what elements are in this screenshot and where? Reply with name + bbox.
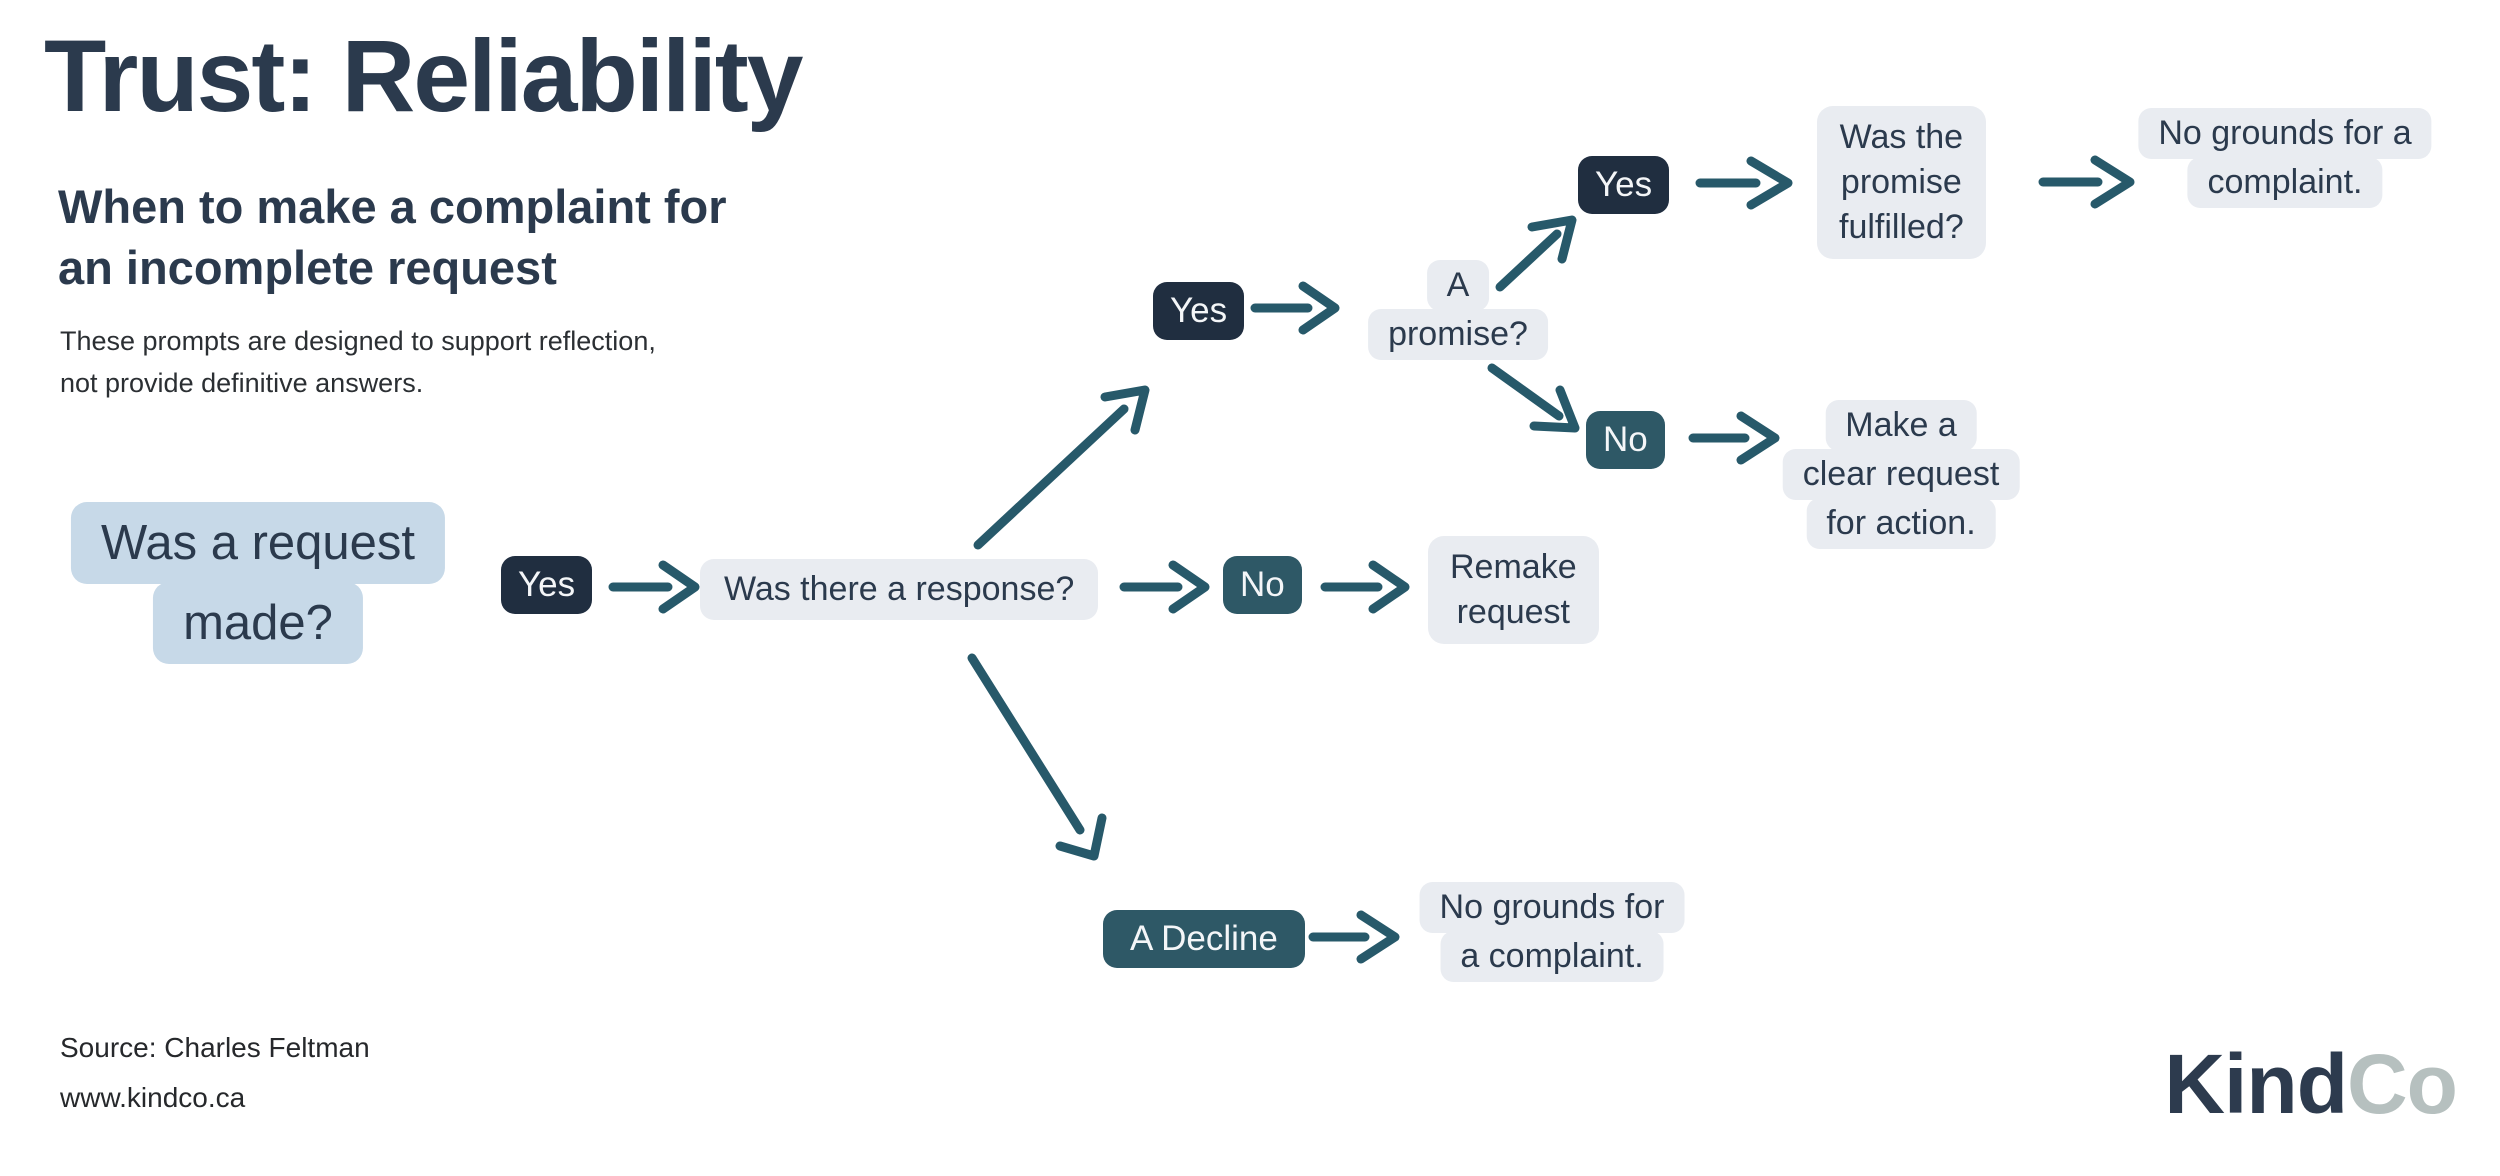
- badge-no-1: No: [1223, 556, 1302, 614]
- node-line: promise?: [1368, 309, 1548, 360]
- subtitle-line: an incomplete request: [58, 241, 557, 295]
- subtitle-line: When to make a complaint for: [58, 180, 727, 233]
- node-make-clear-request: Make a clear request for action.: [1782, 400, 2020, 549]
- source-credit: Source: Charles Feltman: [60, 1032, 370, 1063]
- node-a-promise: A promise?: [1368, 260, 1548, 360]
- node-line: A: [1426, 260, 1490, 311]
- badge-yes-3: Yes: [1578, 156, 1670, 214]
- node-line: fulfilled?: [1839, 208, 1964, 246]
- arrow-down-right-icon: [1487, 363, 1580, 433]
- arrow-right-icon: [1688, 411, 1780, 465]
- arrow-right-icon: [2038, 155, 2135, 209]
- node-line: request: [1456, 593, 1570, 631]
- node-line: Remake: [1450, 548, 1577, 586]
- node-no-grounds-top: No grounds for a complaint.: [2138, 108, 2432, 208]
- node-line: for action.: [1806, 498, 1996, 549]
- arrow-right-icon: [1119, 560, 1210, 614]
- node-line: made?: [153, 582, 363, 664]
- node-was-a-request-made: Was a request made?: [70, 502, 446, 664]
- node-remake-request: Remake request: [1428, 536, 1599, 644]
- kindco-logo: KindCo: [2164, 1036, 2458, 1133]
- logo-co: Co: [2347, 1037, 2458, 1131]
- page-title: Trust: Reliability: [44, 19, 803, 133]
- arrow-down-right-icon: [967, 653, 1107, 861]
- node-line: Was the: [1839, 118, 1964, 156]
- node-line: complaint.: [2187, 157, 2383, 208]
- node-line: a complaint.: [1440, 931, 1664, 982]
- note-line: not provide definitive answers.: [60, 368, 424, 398]
- node-line: Make a: [1825, 400, 1977, 451]
- arrow-right-icon: [1250, 281, 1340, 335]
- node-was-promise-fulfilled: Was the promise fulfilled?: [1817, 106, 1986, 259]
- arrow-right-icon: [608, 560, 700, 614]
- arrow-up-right-icon: [1495, 215, 1577, 292]
- node-line: No grounds for a: [2138, 108, 2432, 159]
- node-line: No grounds for: [1419, 882, 1685, 933]
- disclaimer-note: These prompts are designed to support re…: [60, 320, 656, 404]
- node-line: Was a request: [70, 502, 446, 584]
- badge-yes-2: Yes: [1153, 282, 1245, 340]
- badge-no-2: No: [1586, 411, 1665, 469]
- arrow-up-right-icon: [973, 385, 1150, 550]
- node-was-there-a-response: Was there a response?: [700, 559, 1099, 620]
- arrow-right-icon: [1308, 910, 1400, 964]
- node-line: promise: [1840, 163, 1962, 201]
- arrow-right-icon: [1695, 156, 1793, 210]
- node-line: clear request: [1782, 449, 2020, 500]
- arrow-right-icon: [1320, 560, 1410, 614]
- node-no-grounds-bottom: No grounds for a complaint.: [1419, 882, 1685, 982]
- badge-a-decline: A Decline: [1103, 910, 1305, 968]
- badge-yes-1: Yes: [501, 556, 593, 614]
- website-url: www.kindco.ca: [60, 1082, 246, 1113]
- page-subtitle: When to make a complaint for an incomple…: [58, 176, 727, 298]
- logo-kind: Kind: [2164, 1037, 2348, 1131]
- note-line: These prompts are designed to support re…: [60, 326, 656, 356]
